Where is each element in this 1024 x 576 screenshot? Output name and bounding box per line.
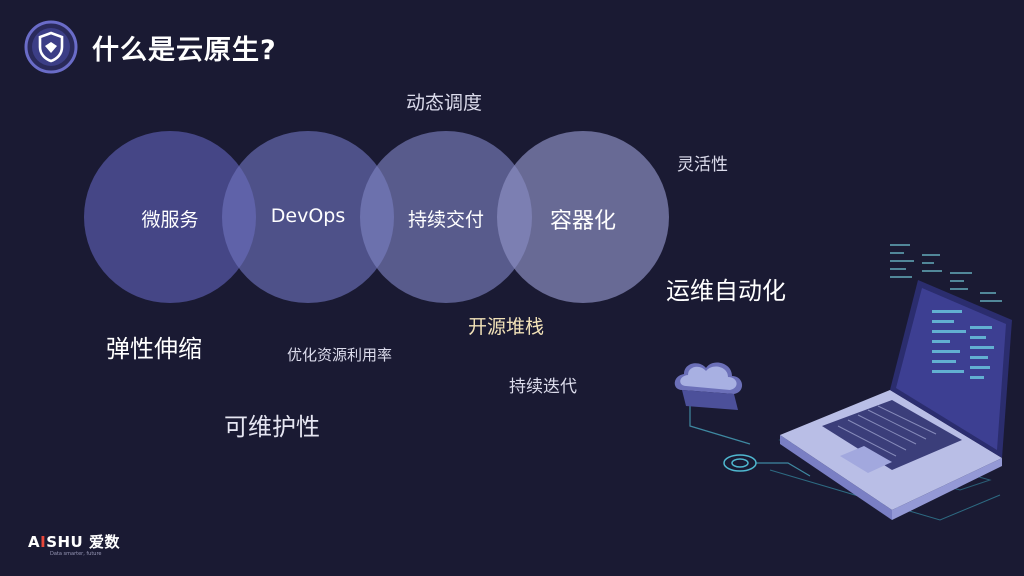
brand-shu: SHU [46, 533, 84, 551]
keyword-resource-optimization: 优化资源利用率 [287, 346, 393, 364]
brand-tagline: Data smarter, future [50, 551, 102, 557]
circle-label-containerization: 容器化 [549, 209, 617, 234]
keyword-dynamic-scheduling: 动态调度 [406, 92, 483, 114]
keyword-ops-automation: 运维自动化 [666, 277, 786, 305]
brand-logo: AISHU 爱数 [28, 531, 120, 552]
circle-containerization [497, 131, 669, 303]
keyword-elastic-scaling: 弹性伸缩 [106, 335, 202, 363]
brand-a: A [28, 533, 41, 551]
circle-label-devops: DevOps [270, 205, 346, 227]
shield-badge-icon [24, 20, 78, 74]
circle-label-microservices: 微服务 [141, 209, 199, 231]
keyword-open-source-stack: 开源堆栈 [468, 316, 545, 338]
brand-i: I [40, 533, 47, 551]
page-title: 什么是云原生? [92, 35, 277, 66]
keyword-maintainability: 可维护性 [224, 413, 320, 441]
laptop-cloud-illustration [660, 230, 1024, 550]
keyword-continuous-iteration: 持续迭代 [509, 377, 577, 397]
keyword-flexibility: 灵活性 [677, 155, 728, 175]
circle-label-continuous-delivery: 持续交付 [407, 209, 485, 231]
brand-cn: 爱数 [88, 533, 120, 551]
